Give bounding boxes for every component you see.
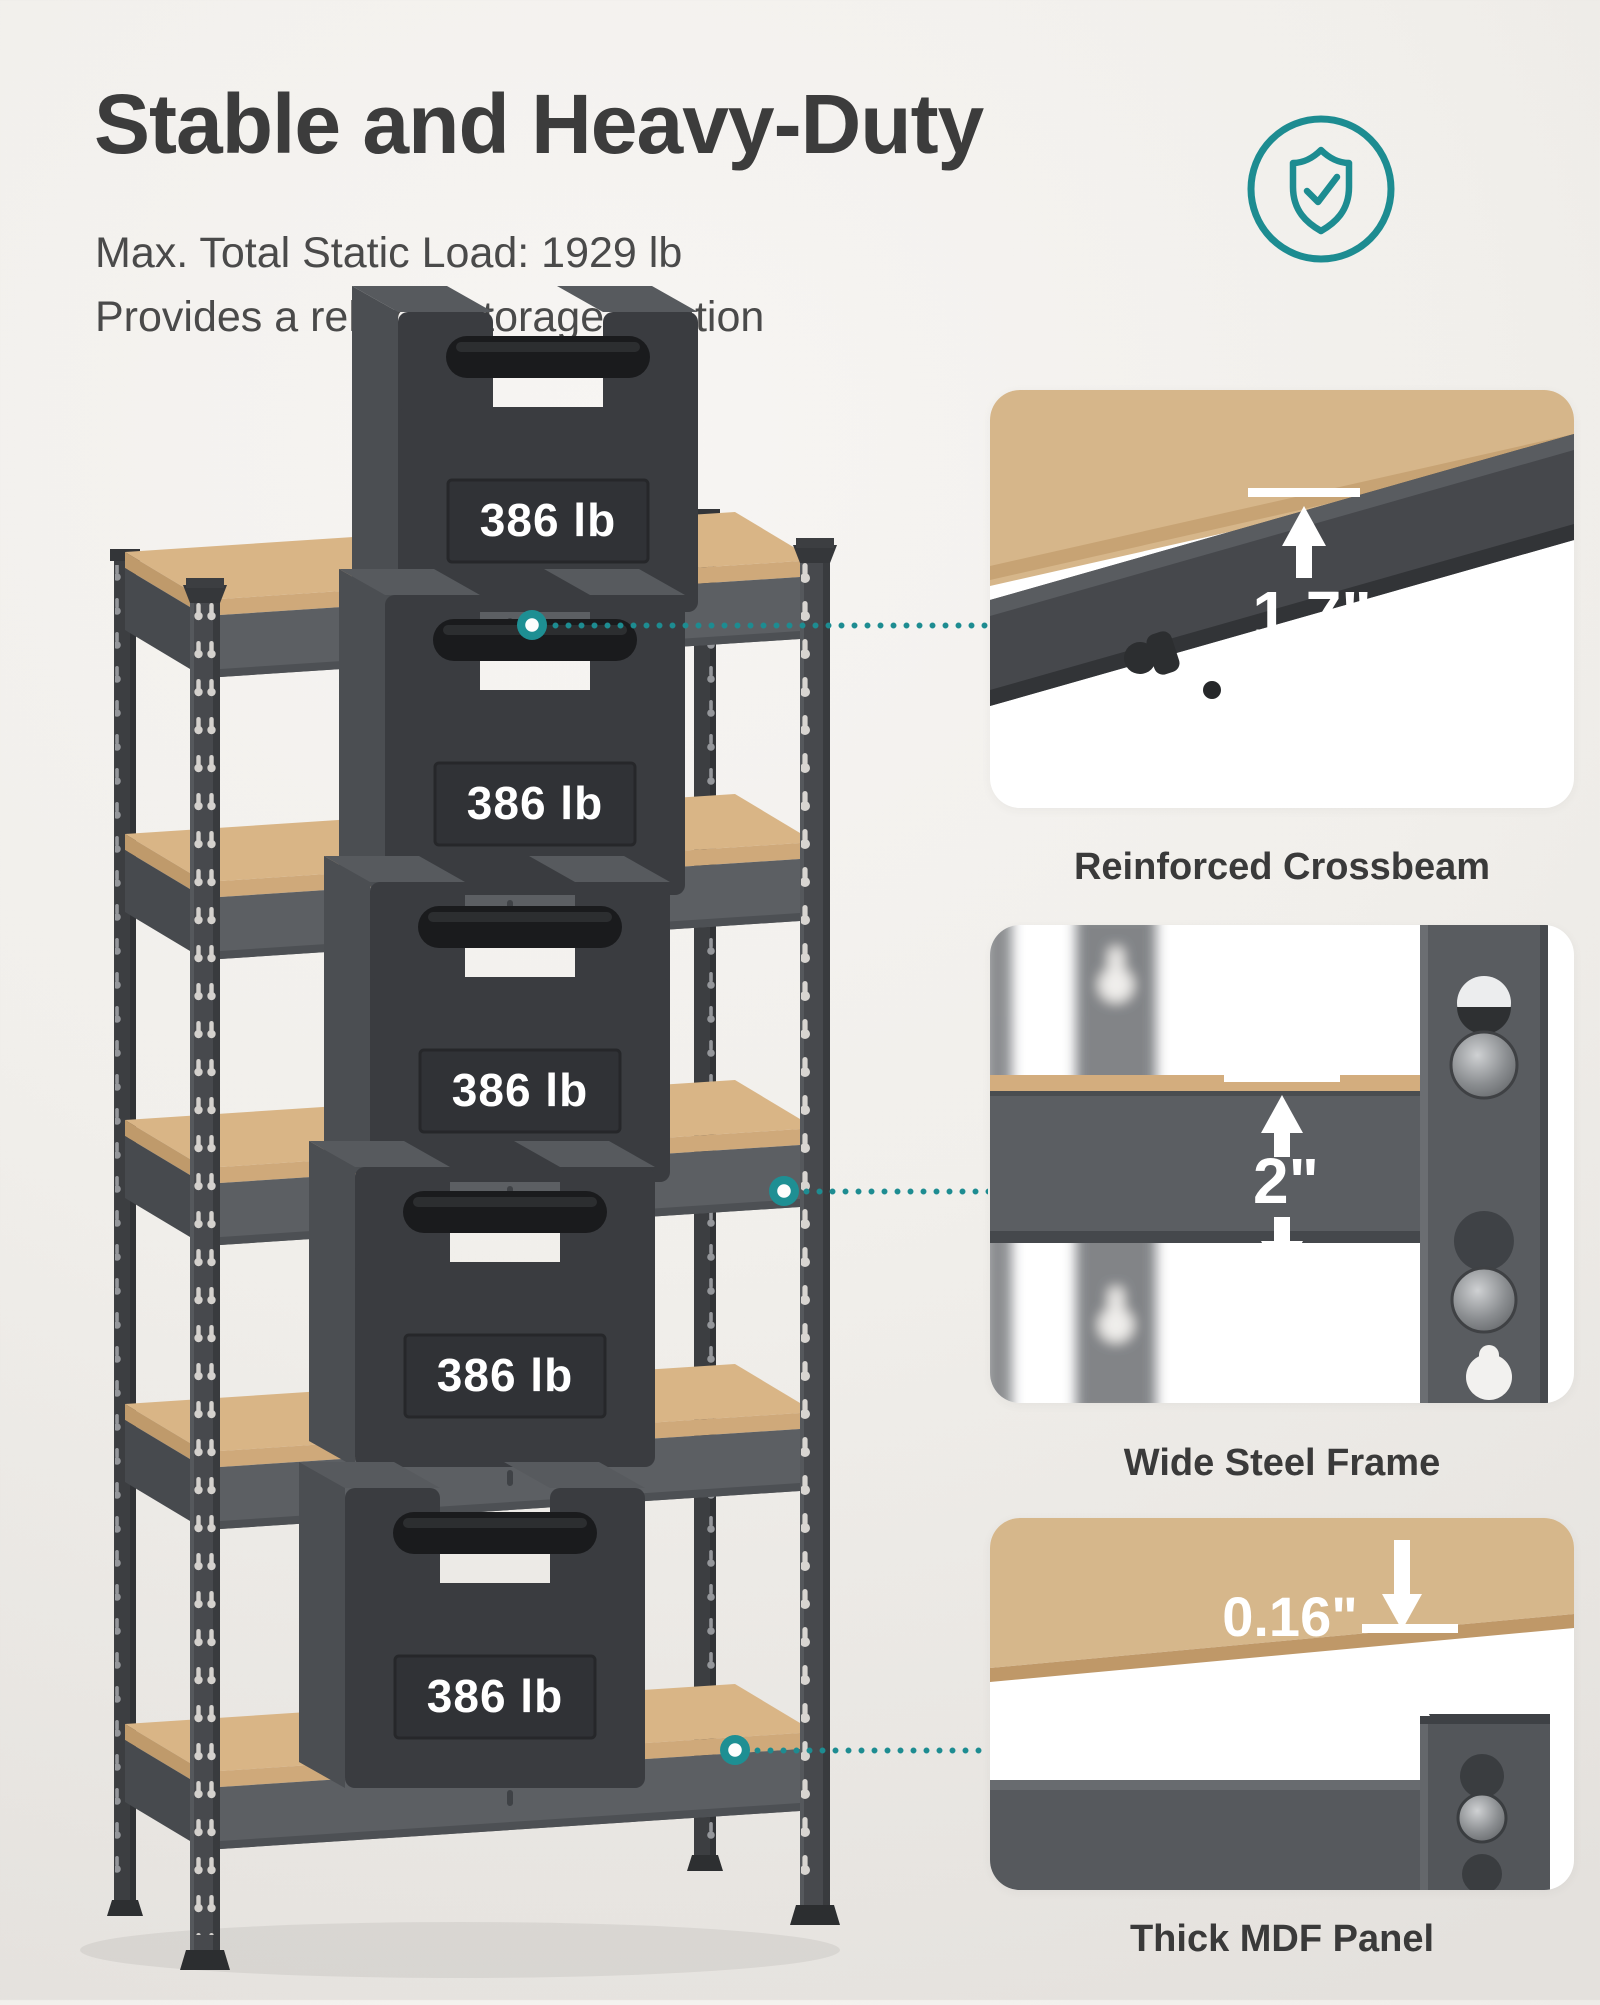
measurement-arrows-1: 1.7" (1248, 488, 1372, 741)
upright-post-detail (1420, 925, 1548, 1403)
shield-check-icon (1244, 112, 1398, 266)
dotted-connector-frame (803, 1188, 988, 1195)
rear-left-post (107, 549, 143, 1916)
callout-dot-crossbeam (517, 610, 547, 640)
weight-block-3: 386 lb (322, 854, 672, 1184)
svg-text:386 lb: 386 lb (480, 494, 616, 546)
caption-panel: Thick MDF Panel (1129, 1918, 1435, 1960)
callout-card-panel: 0.16" (990, 1518, 1574, 1890)
dotted-connector-crossbeam (552, 622, 988, 629)
callout-dot-panel (720, 1735, 750, 1765)
corner-post-detail (1420, 1714, 1550, 1890)
front-right-post (790, 538, 840, 1925)
svg-text:386 lb: 386 lb (437, 1349, 573, 1401)
callout-card-frame: 2" (990, 925, 1574, 1403)
svg-text:1.7": 1.7" (1252, 578, 1371, 650)
callout-dot-frame (769, 1176, 799, 1206)
weight-block-4: 386 lb (307, 1139, 657, 1469)
subtitle-load: Max. Total Static Load: 1929 lb (95, 229, 683, 277)
svg-text:2": 2" (1253, 1145, 1319, 1217)
measurement-arrows-3: 0.16" (1222, 1540, 1466, 1768)
caption-crossbeam: Reinforced Crossbeam (1073, 846, 1490, 888)
svg-text:386 lb: 386 lb (452, 1064, 588, 1116)
page-title: Stable and Heavy-Duty (94, 77, 984, 171)
svg-text:386 lb: 386 lb (427, 1670, 563, 1722)
svg-text:386 lb: 386 lb (467, 777, 603, 829)
front-left-post (180, 578, 230, 1970)
measurement-arrows-2: 2" (1224, 1073, 1340, 1294)
caption-frame: Wide Steel Frame (1123, 1442, 1441, 1484)
weight-block-1: 386 lb (350, 284, 700, 614)
dotted-connector-panel (754, 1747, 988, 1754)
svg-text:0.16": 0.16" (1222, 1585, 1358, 1648)
weight-block-2: 386 lb (337, 567, 687, 897)
callout-card-crossbeam: 1.7" (990, 390, 1574, 808)
weight-block-5: 386 lb (297, 1460, 647, 1790)
shelving-unit-illustration: 386 lb 386 lb 386 lb 386 lb (40, 250, 940, 2000)
